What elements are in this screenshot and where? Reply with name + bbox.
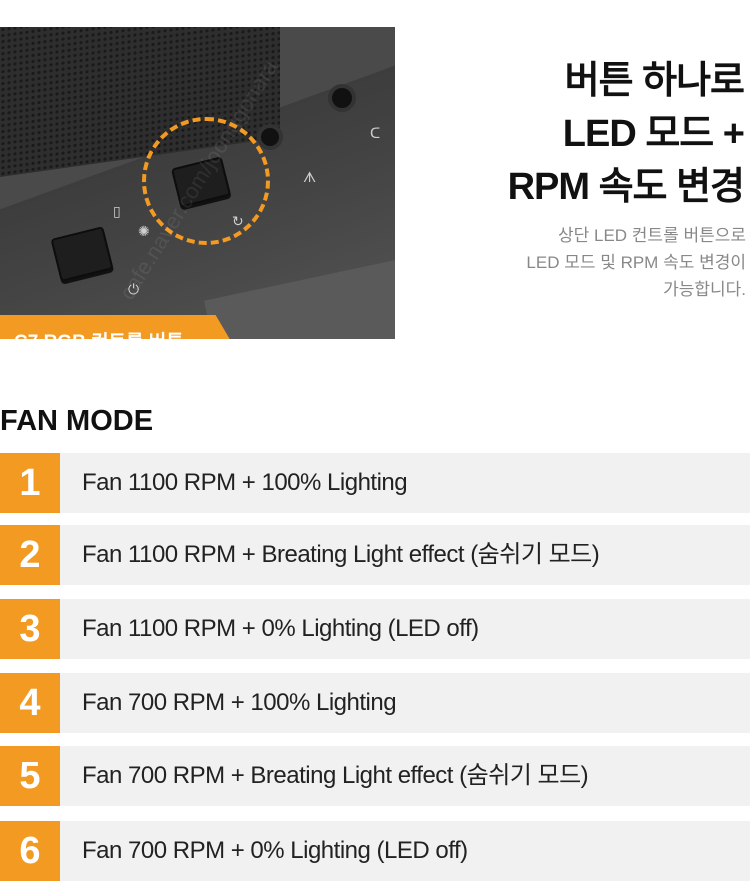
photo-label-text: C7 RGB 컨트롤 버튼 bbox=[14, 327, 184, 339]
list-item: 4 Fan 700 RPM + 100% Lighting bbox=[0, 673, 750, 733]
product-photo: ᑕ ᗑ ▯ ✺ ↻ ⏻ cafe.naver.com/joonggonara C… bbox=[0, 27, 395, 339]
list-item: 5 Fan 700 RPM + Breating Light effect (숨… bbox=[0, 746, 750, 806]
list-item: 2 Fan 1100 RPM + Breating Light effect (… bbox=[0, 525, 750, 585]
headline-line: LED 모드 + bbox=[562, 113, 745, 155]
section-title: FAN MODE bbox=[0, 405, 154, 437]
mode-number: 1 bbox=[0, 453, 60, 513]
mode-text: Fan 1100 RPM + 0% Lighting (LED off) bbox=[82, 615, 479, 642]
headline-line: RPM 속도 변경 bbox=[507, 166, 745, 208]
mic-port bbox=[257, 124, 283, 150]
mode-text: Fan 700 RPM + 100% Lighting bbox=[82, 689, 397, 716]
list-item: 6 Fan 700 RPM + 0% Lighting (LED off) bbox=[0, 821, 750, 881]
mode-text: Fan 700 RPM + 0% Lighting (LED off) bbox=[82, 837, 468, 864]
photo-label: C7 RGB 컨트롤 버튼 bbox=[0, 315, 245, 339]
mode-text: Fan 1100 RPM + 100% Lighting bbox=[82, 469, 408, 496]
audio-port bbox=[328, 84, 356, 112]
mode-text: Fan 1100 RPM + Breating Light effect (숨쉬… bbox=[82, 541, 600, 568]
description-line: 상단 LED 컨트롤 버튼으로 bbox=[558, 226, 746, 245]
reset-icon: ↻ bbox=[232, 213, 244, 229]
description-line: LED 모드 및 RPM 속도 변경이 bbox=[526, 253, 746, 272]
headphone-icon: ᑕ bbox=[370, 125, 381, 141]
highlight-ring bbox=[142, 117, 270, 245]
headline: 버튼 하나로 LED 모드 + RPM 속도 변경 bbox=[507, 55, 745, 214]
list-item: 1 Fan 1100 RPM + 100% Lighting bbox=[0, 453, 750, 513]
description-line: 가능합니다. bbox=[663, 280, 746, 299]
hdd-icon: ▯ bbox=[113, 203, 121, 219]
description: 상단 LED 컨트롤 버튼으로 LED 모드 및 RPM 속도 변경이 가능합니… bbox=[526, 222, 746, 303]
mode-text: Fan 700 RPM + Breating Light effect (숨쉬기… bbox=[82, 762, 589, 789]
power-icon: ⏻ bbox=[128, 281, 140, 297]
mode-number: 3 bbox=[0, 599, 60, 659]
mode-number: 6 bbox=[0, 821, 60, 881]
light-icon: ✺ bbox=[138, 223, 150, 239]
mic-icon: ᗑ bbox=[303, 169, 317, 185]
mode-number: 2 bbox=[0, 525, 60, 585]
mode-number: 4 bbox=[0, 673, 60, 733]
list-item: 3 Fan 1100 RPM + 0% Lighting (LED off) bbox=[0, 599, 750, 659]
headline-line: 버튼 하나로 bbox=[564, 60, 745, 102]
mode-number: 5 bbox=[0, 746, 60, 806]
